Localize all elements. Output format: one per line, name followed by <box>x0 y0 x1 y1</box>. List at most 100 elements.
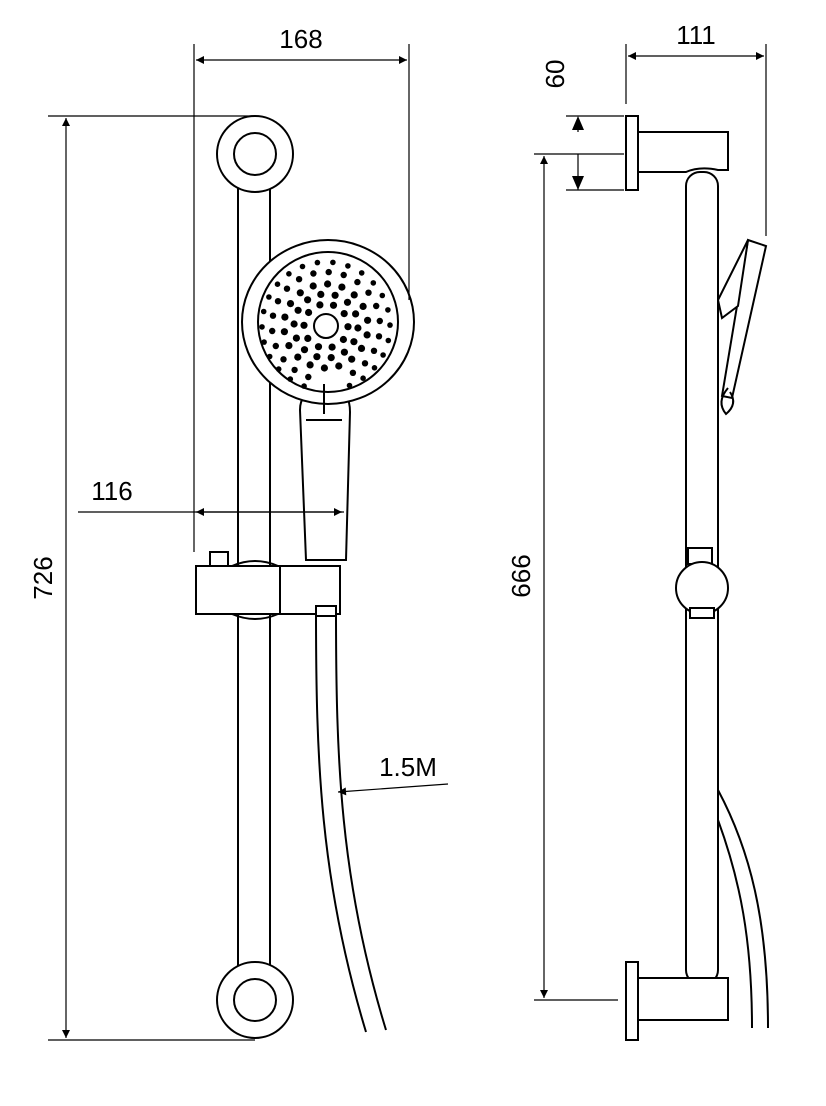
nozzle-dot <box>259 324 265 330</box>
nozzle-dot <box>379 292 386 299</box>
nozzle-dot <box>287 376 294 382</box>
side-top-bracket <box>625 115 729 191</box>
shower-head <box>241 239 415 414</box>
nozzle-dot <box>350 291 358 299</box>
nozzle-dot <box>340 348 348 356</box>
top-wall-bracket <box>216 115 294 193</box>
nozzle-dot <box>325 268 332 276</box>
nozzle-dot <box>359 302 367 310</box>
nozzle-dot <box>370 347 378 354</box>
nozzle-dot <box>330 259 336 266</box>
nozzle-dot <box>274 281 281 288</box>
nozzle-dot <box>296 289 304 297</box>
nozzle-dot <box>357 344 366 352</box>
nozzle-dot <box>272 342 279 350</box>
hose-leader-line <box>337 783 449 796</box>
nozzle-dot <box>376 317 383 325</box>
nozzle-dot <box>346 382 353 389</box>
nozzle-dot <box>371 365 378 371</box>
nozzle-dot <box>304 296 312 304</box>
nozzle-dot <box>301 383 307 389</box>
nozzle-dot <box>343 298 352 306</box>
nozzle-dot <box>309 282 317 290</box>
nozzle-dot <box>338 283 346 291</box>
dim-label-top-offset: 60 <box>540 60 570 89</box>
nozzle-dot <box>294 306 302 314</box>
nozzle-dot <box>380 352 386 358</box>
side-bottom-bracket <box>625 961 729 1041</box>
nozzle-dot <box>339 335 347 344</box>
shower-handle <box>298 389 352 561</box>
front-view: 168 116 726 1.5M <box>28 24 449 1041</box>
nozzle-dot <box>340 310 348 318</box>
nozzle-dot <box>283 285 291 292</box>
nozzle-dot <box>352 310 360 318</box>
dim-label-rail-length: 666 <box>506 554 536 597</box>
nozzle-dot <box>345 263 351 269</box>
nozzle-dot <box>358 270 365 276</box>
nozzle-dot <box>329 301 338 309</box>
nozzle-dot <box>294 353 302 361</box>
nozzle-dot <box>280 328 288 336</box>
nozzle-dot <box>354 324 362 332</box>
nozzle-dot <box>305 308 313 317</box>
nozzle-dot <box>348 355 356 363</box>
nozzle-dot <box>344 323 352 331</box>
shower-hose <box>315 609 387 1033</box>
nozzle-dot <box>385 337 392 344</box>
nozzle-dot <box>361 360 369 367</box>
nozzle-dot <box>290 320 298 328</box>
nozzle-dot <box>360 375 366 382</box>
nozzle-dot <box>331 291 339 299</box>
nozzle-dot <box>314 259 321 266</box>
nozzle-dot <box>385 307 391 313</box>
slider-holder <box>195 551 341 620</box>
nozzle-dot <box>260 308 267 315</box>
nozzle-dot <box>261 339 267 345</box>
nozzle-dot <box>285 342 293 350</box>
nozzle-dot <box>314 343 323 351</box>
nozzle-dot <box>286 271 292 277</box>
dim-label-overall-height: 726 <box>28 556 58 599</box>
side-shower-head <box>716 238 768 416</box>
dim-label-bracket-projection: 116 <box>91 476 132 506</box>
dim-label-hose-length: 1.5M <box>379 752 437 782</box>
nozzle-dot <box>266 353 273 360</box>
nozzle-dot <box>324 280 332 288</box>
nozzle-dot <box>328 343 336 351</box>
nozzle-dot <box>299 263 306 270</box>
nozzle-dot <box>300 346 309 354</box>
nozzle-dot <box>387 322 393 328</box>
nozzle-dot <box>364 316 372 324</box>
nozzle-dot <box>280 356 287 363</box>
nozzle-dot <box>375 333 383 340</box>
nozzle-dot <box>304 334 312 342</box>
nozzle-dot <box>370 280 377 286</box>
nozzle-dot <box>363 331 371 339</box>
nozzle-dot <box>306 361 314 369</box>
nozzle-dot <box>310 270 317 277</box>
side-hose <box>717 789 769 1029</box>
nozzle-dot <box>335 362 343 370</box>
side-view: 111 60 666 <box>506 20 769 1041</box>
side-slider-knob <box>675 547 729 619</box>
nozzle-dot <box>365 289 372 296</box>
nozzle-dot <box>295 276 303 283</box>
nozzle-dot <box>305 373 312 381</box>
nozzle-dot <box>286 300 295 308</box>
nozzle-dot <box>269 312 277 319</box>
nozzle-dot <box>373 302 380 310</box>
nozzle-dot <box>320 364 328 372</box>
dim-label-side-depth: 111 <box>676 20 716 50</box>
nozzle-dot <box>354 278 361 286</box>
nozzle-dot <box>313 353 321 361</box>
nozzle-dot <box>275 366 282 372</box>
nozzle-dot <box>266 294 272 300</box>
nozzle-pattern <box>259 259 393 389</box>
nozzle-dot <box>316 301 324 309</box>
nozzle-dot <box>281 313 289 321</box>
dim-label-overall-width: 168 <box>279 24 322 54</box>
nozzle-dot <box>327 354 335 362</box>
nozzle-dot <box>300 321 308 329</box>
